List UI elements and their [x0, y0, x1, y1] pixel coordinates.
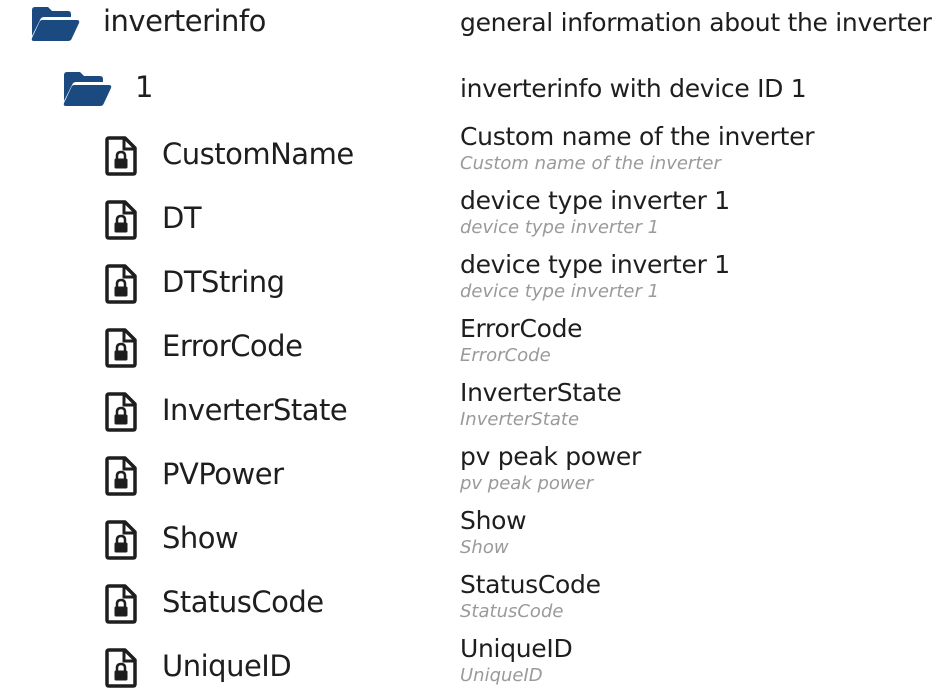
- tree-label: ErrorCode: [162, 329, 303, 363]
- file-lock-icon: [105, 584, 137, 624]
- tree-label: Show: [162, 521, 239, 555]
- state-subtitle: StatusCode: [460, 601, 564, 622]
- tree-description: device type inverter 1 device type inver…: [460, 250, 730, 304]
- state-subtitle: pv peak power: [460, 473, 594, 494]
- tree-label: DTString: [162, 265, 285, 299]
- folder-open-icon: [63, 72, 112, 106]
- state-subtitle: UniqueID: [460, 665, 543, 686]
- tree-row-inverterstate[interactable]: InverterState InverterState InverterStat…: [0, 378, 944, 444]
- file-lock-icon: [105, 648, 137, 688]
- file-lock-icon: [105, 520, 137, 560]
- tree-label: PVPower: [162, 457, 284, 491]
- tree-label: inverterinfo: [103, 4, 266, 38]
- file-lock-icon: [105, 264, 137, 304]
- state-subtitle: device type inverter 1: [460, 217, 660, 238]
- tree-description: general information about the inverter: [460, 8, 932, 37]
- file-lock-icon: [105, 392, 137, 432]
- state-title: Custom name of the inverter: [460, 122, 815, 151]
- tree-description: pv peak power pv peak power: [460, 442, 641, 496]
- file-lock-icon: [105, 200, 137, 240]
- tree-row-customname[interactable]: CustomName Custom name of the inverter C…: [0, 122, 944, 188]
- tree-row-errorcode[interactable]: ErrorCode ErrorCode ErrorCode: [0, 314, 944, 380]
- tree-row-pvpower[interactable]: PVPower pv peak power pv peak power: [0, 442, 944, 508]
- state-subtitle: Custom name of the inverter: [460, 153, 721, 174]
- tree-row-show[interactable]: Show Show Show: [0, 506, 944, 572]
- tree-row-statuscode[interactable]: StatusCode StatusCode StatusCode: [0, 570, 944, 636]
- tree-label: InverterState: [162, 393, 348, 427]
- tree-description: StatusCode StatusCode: [460, 570, 601, 624]
- state-title: ErrorCode: [460, 314, 583, 343]
- tree-label: UniqueID: [162, 649, 292, 683]
- state-title: device type inverter 1: [460, 250, 730, 279]
- tree-description: InverterState InverterState: [460, 378, 622, 432]
- tree-description: inverterinfo with device ID 1: [460, 74, 807, 103]
- state-subtitle: Show: [460, 537, 509, 558]
- state-subtitle: device type inverter 1: [460, 281, 660, 302]
- file-lock-icon: [105, 456, 137, 496]
- tree-label: 1: [135, 70, 153, 104]
- tree-label: StatusCode: [162, 585, 324, 619]
- tree-row-inverterinfo[interactable]: inverterinfo general information about t…: [0, 0, 944, 64]
- file-lock-icon: [105, 136, 137, 176]
- folder-open-icon: [31, 7, 80, 41]
- state-title: Show: [460, 506, 527, 535]
- state-title: UniqueID: [460, 634, 573, 663]
- state-subtitle: InverterState: [460, 409, 580, 430]
- state-title: StatusCode: [460, 570, 601, 599]
- state-title: InverterState: [460, 378, 622, 407]
- state-title: device type inverter 1: [460, 186, 730, 215]
- tree-row-dtstring[interactable]: DTString device type inverter 1 device t…: [0, 250, 944, 316]
- tree-description: ErrorCode ErrorCode: [460, 314, 583, 368]
- tree-row-device-1[interactable]: 1 inverterinfo with device ID 1: [0, 66, 944, 130]
- state-title: pv peak power: [460, 442, 641, 471]
- file-lock-icon: [105, 328, 137, 368]
- tree-row-dt[interactable]: DT device type inverter 1 device type in…: [0, 186, 944, 252]
- tree-description: device type inverter 1 device type inver…: [460, 186, 730, 240]
- tree-description: Custom name of the inverter Custom name …: [460, 122, 815, 176]
- tree-label: DT: [162, 201, 202, 235]
- tree-label: CustomName: [162, 137, 354, 171]
- tree-row-uniqueid[interactable]: UniqueID UniqueID UniqueID: [0, 634, 944, 700]
- tree-description: Show Show: [460, 506, 527, 560]
- tree-description: UniqueID UniqueID: [460, 634, 573, 688]
- state-subtitle: ErrorCode: [460, 345, 551, 366]
